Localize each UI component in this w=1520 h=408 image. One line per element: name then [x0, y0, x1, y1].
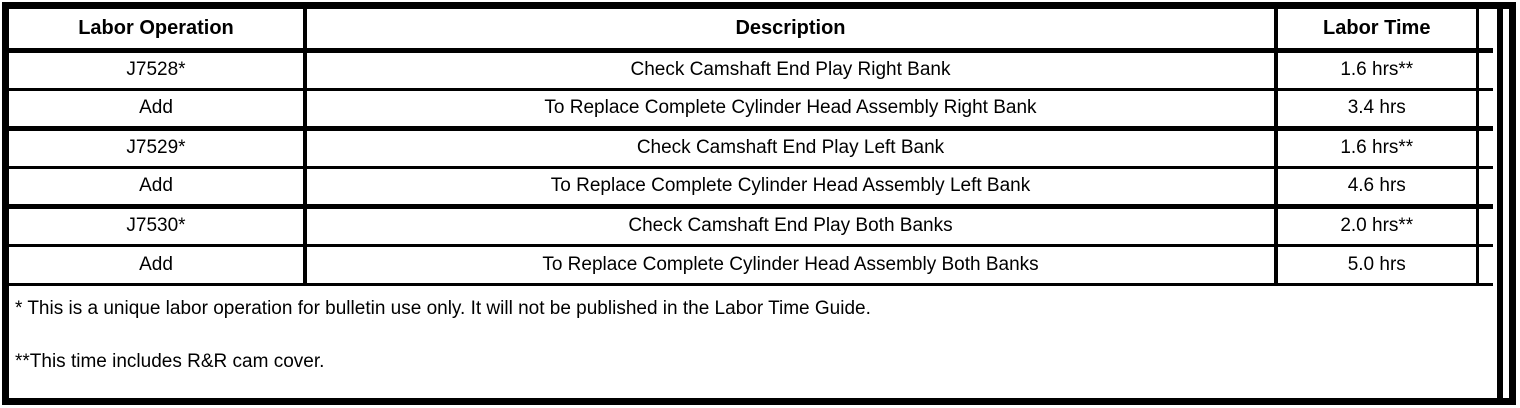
footnote-bulletin-use-only: * This is a unique labor operation for b…	[15, 297, 871, 319]
labor-operation-cell: J7529*	[9, 128, 307, 169]
labor-operation-cell: Add	[9, 245, 307, 286]
labor-time-table: Labor Operation Description Labor Time J…	[9, 9, 1493, 286]
labor-operation-cell: J7528*	[9, 50, 307, 91]
spacer-cell	[1477, 206, 1493, 247]
labor-time-cell: 1.6 hrs**	[1276, 50, 1479, 91]
labor-time-cell: 2.0 hrs**	[1276, 206, 1479, 247]
table-row-add-right-bank: Add To Replace Complete Cylinder Head As…	[9, 89, 1493, 131]
spacer-cell	[1477, 167, 1493, 209]
table-row-add-both-banks: Add To Replace Complete Cylinder Head As…	[9, 245, 1493, 286]
footnote-rr-cam-cover: **This time includes R&R cam cover.	[15, 350, 325, 372]
labor-time-cell: 5.0 hrs	[1276, 245, 1479, 286]
table-row-add-left-bank: Add To Replace Complete Cylinder Head As…	[9, 167, 1493, 209]
labor-time-cell: 1.6 hrs**	[1276, 128, 1479, 169]
description-cell: To Replace Complete Cylinder Head Assemb…	[305, 245, 1278, 286]
footnotes: * This is a unique labor operation for b…	[9, 286, 1509, 373]
spacer-cell	[1477, 245, 1493, 286]
column-header-description: Description	[305, 9, 1278, 53]
column-header-labor-time: Labor Time	[1276, 9, 1479, 53]
column-header-labor-operation: Labor Operation	[9, 9, 307, 53]
table-header-row: Labor Operation Description Labor Time	[9, 9, 1493, 53]
table-row-j7530: J7530* Check Camshaft End Play Both Bank…	[9, 206, 1493, 247]
table-row-j7529: J7529* Check Camshaft End Play Left Bank…	[9, 128, 1493, 169]
labor-time-cell: 4.6 hrs	[1276, 167, 1479, 209]
description-cell: Check Camshaft End Play Left Bank	[305, 128, 1278, 169]
labor-operation-cell: Add	[9, 167, 307, 209]
labor-time-cell: 3.4 hrs	[1276, 89, 1479, 131]
description-cell: To Replace Complete Cylinder Head Assemb…	[305, 89, 1278, 131]
table-right-border-line	[1497, 9, 1503, 398]
header-spacer-cell	[1477, 9, 1493, 53]
description-cell: Check Camshaft End Play Right Bank	[305, 50, 1278, 91]
spacer-cell	[1477, 50, 1493, 91]
description-cell: To Replace Complete Cylinder Head Assemb…	[305, 167, 1278, 209]
table-row-j7528: J7528* Check Camshaft End Play Right Ban…	[9, 50, 1493, 91]
description-cell: Check Camshaft End Play Both Banks	[305, 206, 1278, 247]
spacer-cell	[1477, 128, 1493, 169]
labor-operation-cell: J7530*	[9, 206, 307, 247]
spacer-cell	[1477, 89, 1493, 131]
labor-operation-cell: Add	[9, 89, 307, 131]
